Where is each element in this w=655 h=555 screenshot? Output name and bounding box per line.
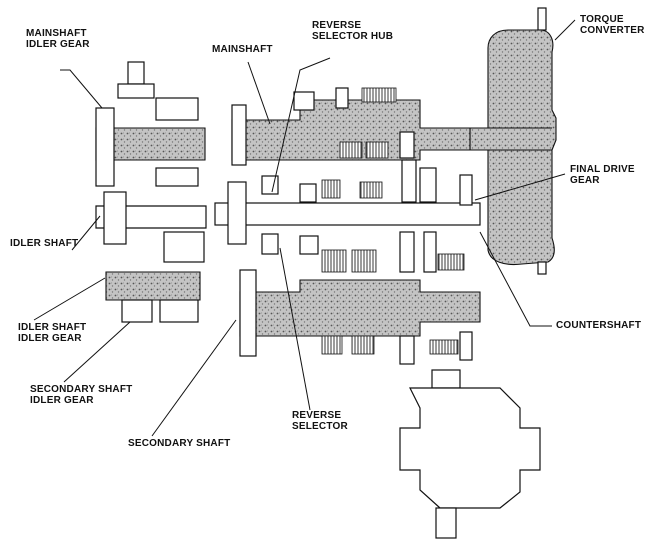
label-secondary-shaft-idler-gear: SECONDARY SHAFT IDLER GEAR bbox=[30, 384, 132, 406]
secondary-shaft-shape bbox=[239, 269, 481, 365]
label-line: COUNTERSHAFT bbox=[556, 320, 642, 331]
label-idler-shaft: IDLER SHAFT bbox=[10, 238, 78, 249]
mainshaft-shape bbox=[231, 87, 471, 166]
label-line: GEAR bbox=[570, 175, 600, 186]
differential-shape bbox=[399, 369, 541, 539]
leader-secondary-shaft-idler-gear bbox=[63, 321, 131, 383]
label-mainshaft-idler-gear: MAINSHAFT IDLER GEAR bbox=[26, 28, 90, 50]
countershaft-shape bbox=[214, 159, 481, 273]
label-reverse-selector-hub: REVERSE SELECTOR HUB bbox=[312, 20, 393, 42]
label-line: MAINSHAFT bbox=[212, 44, 273, 55]
label-line: SECONDARY SHAFT bbox=[128, 438, 231, 449]
label-line: IDLER GEAR bbox=[18, 333, 82, 344]
leader-reverse-selector bbox=[279, 247, 311, 411]
leader-final-drive-gear bbox=[474, 173, 566, 201]
label-countershaft: COUNTERSHAFT bbox=[556, 320, 641, 331]
torque-converter-shape bbox=[469, 7, 557, 275]
label-line: CONVERTER bbox=[580, 25, 645, 36]
label-line: IDLER SHAFT bbox=[10, 238, 79, 249]
label-line: MAINSHAFT bbox=[26, 28, 87, 39]
label-line: SECONDARY SHAFT bbox=[30, 384, 133, 395]
label-secondary-shaft: SECONDARY SHAFT bbox=[128, 438, 230, 449]
label-line: SELECTOR HUB bbox=[312, 31, 394, 42]
label-line: IDLER SHAFT bbox=[18, 322, 87, 333]
label-mainshaft: MAINSHAFT bbox=[212, 44, 273, 55]
leader-mainshaft bbox=[247, 61, 271, 125]
label-line: REVERSE bbox=[312, 20, 362, 31]
label-reverse-selector: REVERSE SELECTOR bbox=[292, 410, 348, 432]
idler-shaft-shape bbox=[95, 61, 207, 323]
leader-secondary-shaft bbox=[151, 319, 237, 437]
label-idler-shaft-idler-gear: IDLER SHAFT IDLER GEAR bbox=[18, 322, 86, 344]
label-line: TORQUE bbox=[580, 14, 624, 25]
leader-idler-shaft-idler-gear bbox=[33, 277, 106, 321]
label-line: IDLER GEAR bbox=[26, 39, 90, 50]
leader-torque-converter bbox=[554, 19, 576, 41]
label-line: FINAL DRIVE bbox=[570, 164, 635, 175]
label-line: REVERSE bbox=[292, 410, 342, 421]
leader-idler-shaft bbox=[71, 215, 101, 251]
label-torque-converter: TORQUE CONVERTER bbox=[580, 14, 645, 36]
label-line: IDLER GEAR bbox=[30, 395, 94, 406]
leader-countershaft bbox=[479, 231, 552, 327]
label-final-drive-gear: FINAL DRIVE GEAR bbox=[570, 164, 635, 186]
label-line: SELECTOR bbox=[292, 421, 348, 432]
leader-mainshaft-idler-gear bbox=[60, 69, 103, 109]
leader-reverse-selector-hub bbox=[271, 57, 331, 193]
